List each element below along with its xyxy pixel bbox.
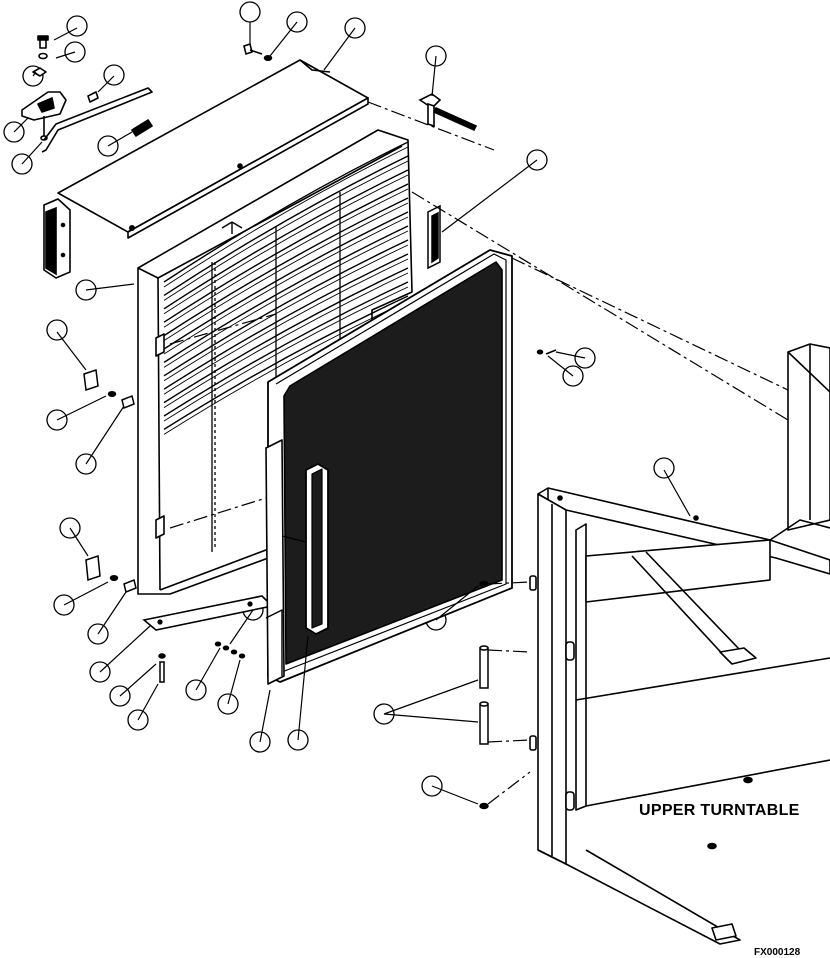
louvre-slat [163, 169, 409, 310]
latch-assembly [21, 35, 153, 153]
figure-id-label: FX000128 [754, 947, 801, 958]
mounting-pins [479, 580, 489, 810]
side-seal-strip [427, 204, 441, 270]
louvre-slat [163, 253, 409, 390]
callout-bubble [653, 457, 675, 479]
callout-bubble [66, 15, 88, 37]
louvre-slat-shadow [163, 202, 409, 341]
louvre-slat-shadow [163, 160, 409, 301]
leader-lines [13, 21, 691, 805]
grille-louvres [163, 141, 409, 435]
louvre-slat-shadow [163, 258, 409, 395]
latch-handle [418, 93, 478, 132]
callout-bubble [46, 319, 68, 341]
callout-bubble [239, 1, 261, 23]
side-fasteners [83, 349, 557, 683]
upper-turntable-label: UPPER TURNTABLE [639, 802, 800, 819]
bolt-and-washer-top [243, 42, 273, 61]
louvre-slat-shadow [163, 286, 409, 422]
louvre-slat [163, 197, 409, 337]
louvre-slat [163, 295, 409, 430]
louvre-slat-shadow [163, 244, 409, 382]
louvre-slat [163, 267, 409, 404]
louvre-slat [163, 281, 409, 417]
louvre-slat [163, 239, 409, 377]
louvre-slat [163, 141, 409, 283]
louvre-slat [163, 183, 409, 323]
cover-bracket [43, 198, 71, 279]
louvre-slat [163, 225, 409, 363]
louvre-slat-shadow [163, 216, 409, 355]
alignment-lines [169, 101, 789, 805]
louvre-slat-shadow [163, 272, 409, 408]
dust-screen-panel [265, 249, 513, 685]
top-cover-plate [57, 59, 369, 239]
callout-bubble [103, 64, 125, 86]
louvre-slat-shadow [163, 188, 409, 328]
louvre-slat [163, 211, 409, 350]
louvre-slat-shadow [163, 300, 409, 435]
louvre-slat-shadow [163, 230, 409, 368]
louvre-slat-shadow [163, 174, 409, 315]
louvre-slat [163, 155, 409, 296]
upper-turntable-frame [529, 343, 830, 945]
louvre-slat-shadow [163, 146, 409, 288]
